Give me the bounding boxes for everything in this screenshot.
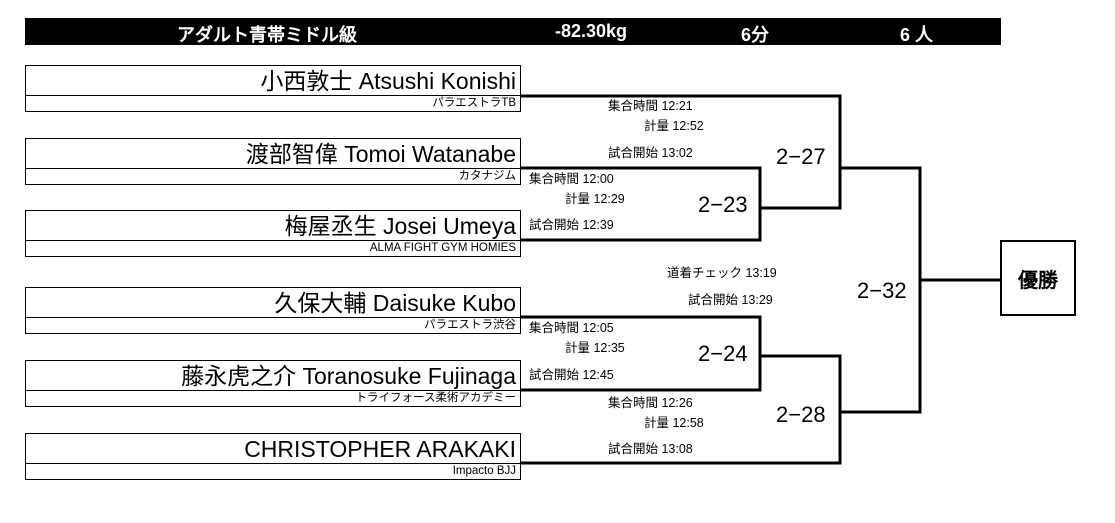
m23-weigh-time: 計量 12:29 xyxy=(565,192,625,206)
competitor-name-2: 渡部智偉 Tomoi Watanabe xyxy=(25,138,521,168)
m24-gather-time: 集合時間 12:05 xyxy=(529,321,614,335)
m23-start-time: 試合開始 12:39 xyxy=(529,218,614,232)
competitor-gym-4: パラエストラ渋谷 xyxy=(25,317,521,334)
m27-weigh-time: 計量 12:52 xyxy=(644,119,704,133)
weight-limit: -82.30kg xyxy=(555,21,628,41)
bracket-line-m28 xyxy=(521,354,842,465)
division-name: アダルト青帯ミドル級 xyxy=(177,25,357,45)
m24-start-time: 試合開始 12:45 xyxy=(529,368,614,382)
m28-score: 2−28 xyxy=(776,402,826,427)
m28-gather-time: 集合時間 12:26 xyxy=(608,396,693,410)
m27-gather-time: 集合時間 12:21 xyxy=(608,99,693,113)
bracket-line-m23 xyxy=(521,166,762,242)
competitor-gym-3: ALMA FIGHT GYM HOMIES xyxy=(25,240,521,257)
m27-score: 2−27 xyxy=(776,144,826,169)
m27-start-time: 試合開始 13:02 xyxy=(608,146,693,160)
champion-box: 優勝 xyxy=(1000,240,1076,316)
m32-gi-check-time: 道着チェック 13:19 xyxy=(667,266,777,280)
m32-score: 2−32 xyxy=(857,278,907,303)
bracket-line-m27 xyxy=(521,94,842,210)
m24-weigh-time: 計量 12:35 xyxy=(565,341,625,355)
champion-label: 優勝 xyxy=(1018,269,1058,292)
competitor-name-3: 梅屋丞生 Josei Umeya xyxy=(25,210,521,240)
m28-start-time: 試合開始 13:08 xyxy=(608,442,693,456)
competitor-gym-6: Impacto BJJ xyxy=(25,463,521,480)
competitor-name-5: 藤永虎之介 Toranosuke Fujinaga xyxy=(25,360,521,390)
competitor-name-1: 小西敦士 Atsushi Konishi xyxy=(25,65,521,95)
m23-gather-time: 集合時間 12:00 xyxy=(529,172,614,186)
bracket-line-m32 xyxy=(840,166,922,414)
competitor-gym-5: トライフォース柔術アカデミー xyxy=(25,390,521,407)
m24-score: 2−24 xyxy=(698,341,748,366)
competitor-name-6: CHRISTOPHER ARAKAKI xyxy=(25,433,521,463)
m28-weigh-time: 計量 12:58 xyxy=(644,416,704,430)
division-header: アダルト青帯ミドル級 -82.30kg 6分 6 人 xyxy=(25,18,1001,45)
competitor-gym-1: パラエストラTB xyxy=(25,95,521,112)
m32-start-time: 試合開始 13:29 xyxy=(688,293,773,307)
bracket-line-m24 xyxy=(521,315,762,392)
competitor-gym-2: カタナジム xyxy=(25,168,521,185)
competitor-name-4: 久保大輔 Daisuke Kubo xyxy=(25,287,521,317)
match-duration: 6分 xyxy=(741,25,770,45)
m23-score: 2−23 xyxy=(698,192,748,217)
competitor-count: 6 人 xyxy=(900,25,934,45)
